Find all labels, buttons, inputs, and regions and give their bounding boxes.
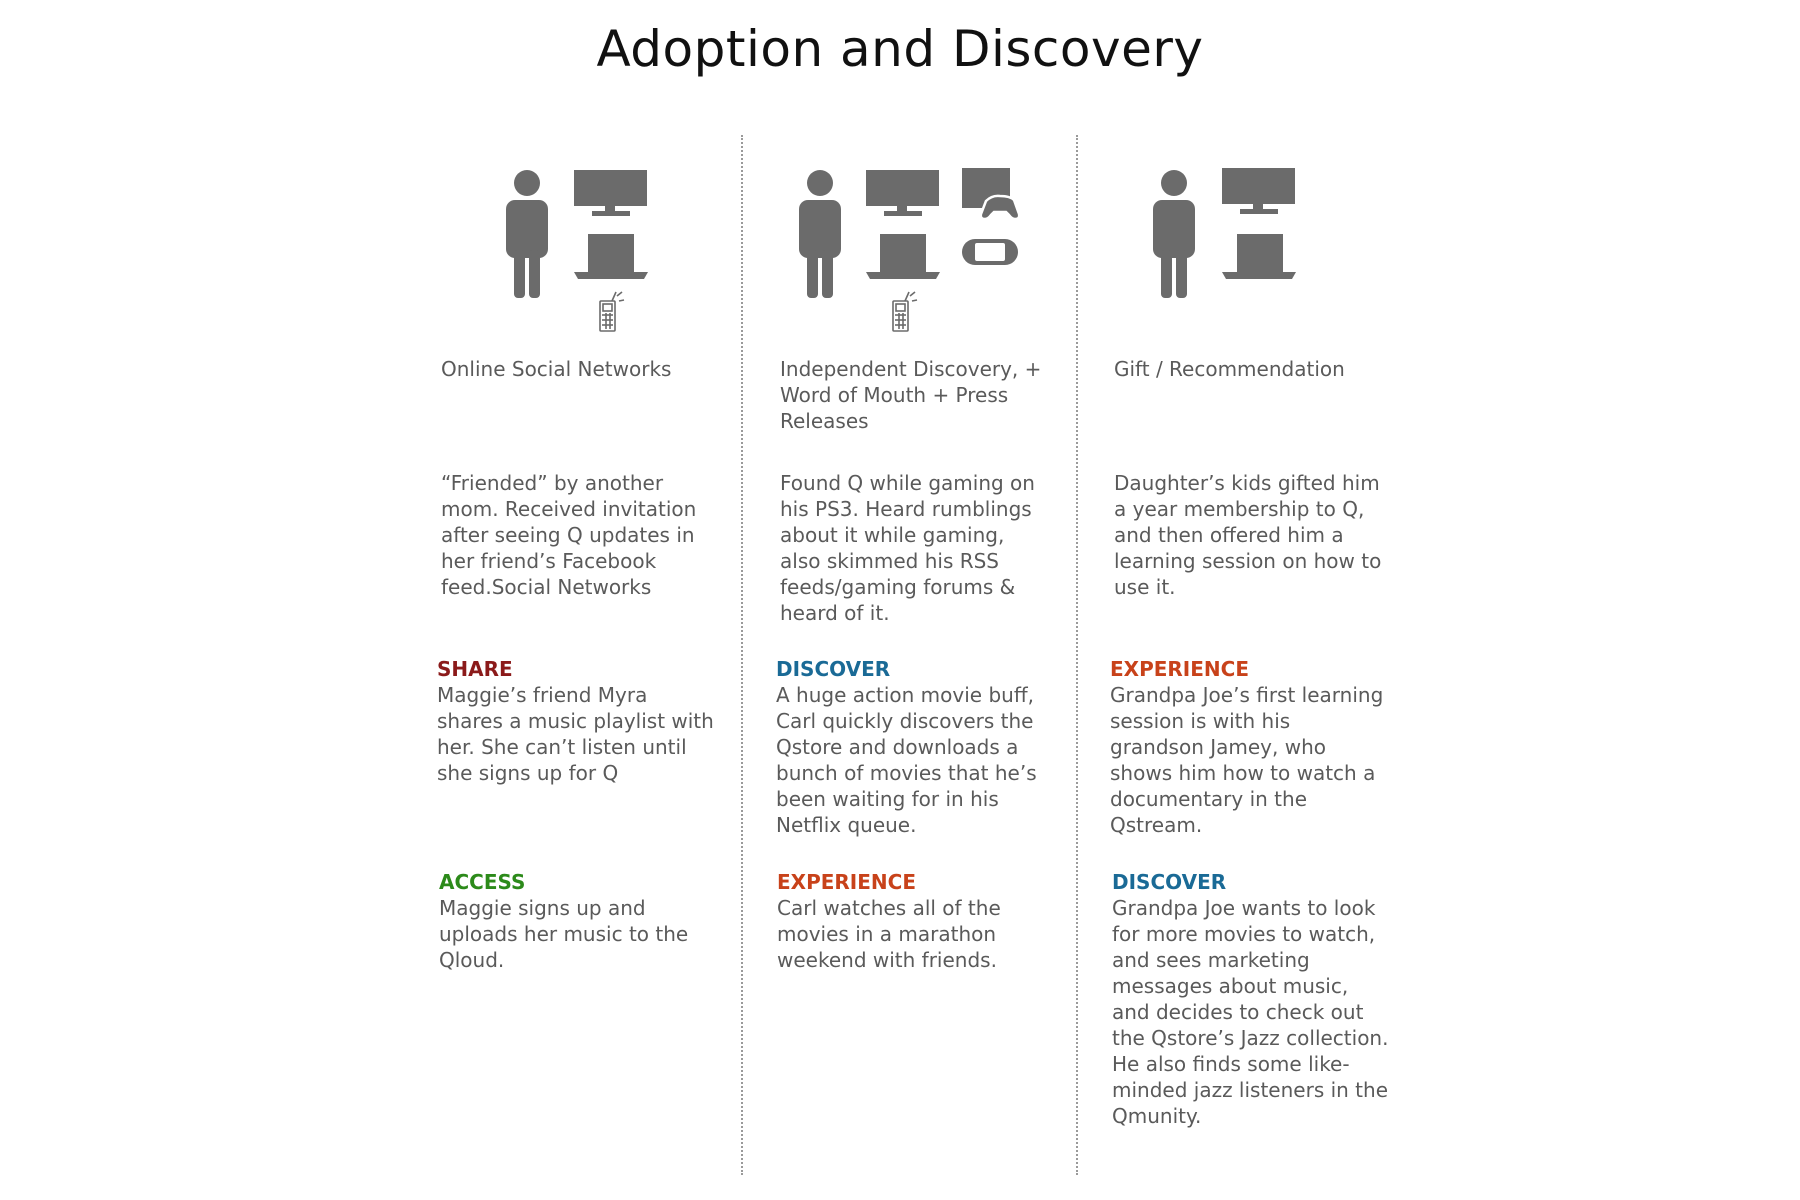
step-label-discover: DISCOVER <box>776 657 891 681</box>
column-divider-2 <box>1076 135 1078 1175</box>
person-icon <box>799 170 841 298</box>
handheld-console-icon <box>962 239 1018 265</box>
step-block: SHARE Maggie’s friend Myra shares a musi… <box>437 656 717 786</box>
discovery-story: “Friended” by another mom. Received invi… <box>441 471 697 599</box>
step-label-discover: DISCOVER <box>1112 870 1227 894</box>
step-text: Carl watches all of the movies in a mara… <box>777 896 1001 972</box>
discovery-source: Gift / Recommendation <box>1114 357 1345 381</box>
step-text: A huge action movie buff, Carl quickly d… <box>776 683 1037 837</box>
step-text: Maggie signs up and uploads her music to… <box>439 896 689 972</box>
monitor-icon <box>1222 168 1295 214</box>
step-text: Grandpa Joe wants to look for more movie… <box>1112 896 1389 1128</box>
mobile-phone-icon <box>892 291 918 332</box>
discovery-source: Online Social Networks <box>441 357 672 381</box>
step-text: Maggie’s friend Myra shares a music play… <box>437 683 714 785</box>
discovery-story: Found Q while gaming on his PS3. Heard r… <box>780 471 1035 625</box>
step-block: ACCESS Maggie signs up and uploads her m… <box>439 869 719 973</box>
step-text: Grandpa Joe’s first learning session is … <box>1110 683 1384 837</box>
monitor-icon <box>866 170 939 216</box>
column-2-icons <box>799 168 1021 332</box>
step-block: DISCOVER Grandpa Joe wants to look for m… <box>1112 869 1392 1129</box>
laptop-icon <box>866 234 940 279</box>
column-1-icons <box>506 170 648 332</box>
laptop-icon <box>574 234 648 279</box>
step-label-experience: EXPERIENCE <box>1110 657 1249 681</box>
game-console-icon <box>962 168 1021 221</box>
person-icon <box>1153 170 1195 298</box>
mobile-phone-icon <box>599 291 625 332</box>
step-label-share: SHARE <box>437 657 513 681</box>
column-divider-1 <box>741 135 743 1175</box>
step-label-access: ACCESS <box>439 870 526 894</box>
page-title: Adoption and Discovery <box>596 20 1204 78</box>
discovery-story: Daughter’s kids gifted him a year member… <box>1114 471 1382 599</box>
discovery-source: Independent Discovery, + Word of Mouth +… <box>780 357 1042 433</box>
step-block: EXPERIENCE Grandpa Joe’s first learning … <box>1110 656 1390 838</box>
person-icon <box>506 170 548 298</box>
step-block: DISCOVER A huge action movie buff, Carl … <box>776 656 1056 838</box>
laptop-icon <box>1222 234 1296 279</box>
column-3-icons <box>1153 168 1296 298</box>
monitor-icon <box>574 170 647 216</box>
step-label-experience: EXPERIENCE <box>777 870 916 894</box>
step-block: EXPERIENCE Carl watches all of the movie… <box>777 869 1057 973</box>
